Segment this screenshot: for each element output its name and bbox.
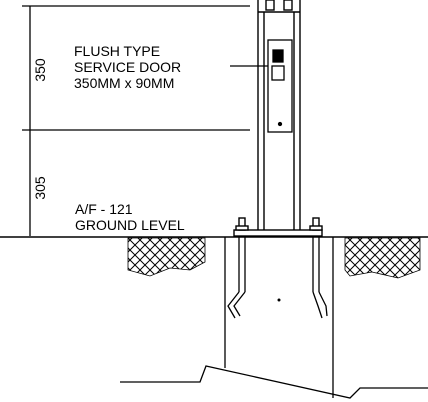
service-door-label-line1: FLUSH TYPE xyxy=(74,43,160,59)
service-door-label-line3: 350MM x 90MM xyxy=(74,75,174,91)
foundation xyxy=(120,237,428,399)
service-door-panel xyxy=(267,39,293,133)
base-plate xyxy=(233,217,323,237)
pole xyxy=(257,0,301,230)
soil-hatch-right xyxy=(344,237,421,279)
anchor-bolt-right xyxy=(312,236,328,319)
conduit-marker xyxy=(277,298,281,302)
soil-hatch-left xyxy=(127,237,206,277)
ground-label-line1: A/F - 121 xyxy=(75,201,133,217)
dimension-lines xyxy=(22,5,250,236)
dimension-lower-label: 305 xyxy=(32,176,48,200)
dimension-upper-label: 350 xyxy=(32,58,48,82)
service-door-label-line2: SERVICE DOOR xyxy=(74,59,181,75)
ground-label-line2: GROUND LEVEL xyxy=(75,217,185,233)
anchor-bolt-left xyxy=(227,236,246,319)
